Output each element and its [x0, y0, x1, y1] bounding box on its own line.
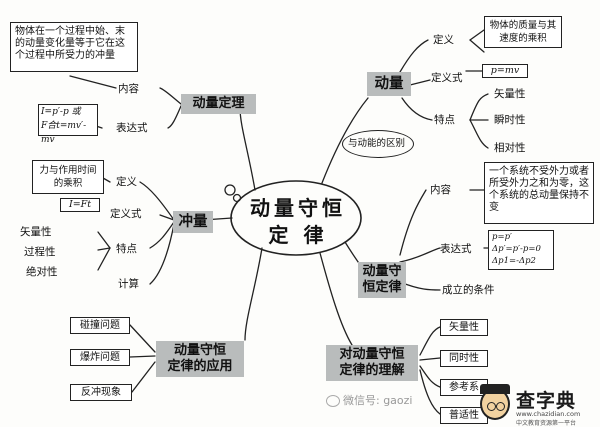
understanding-title-line1: 对动量守恒 — [339, 347, 405, 362]
impulse-formula-label: 定义式 — [110, 208, 142, 220]
momentum-feature-3: 相对性 — [494, 142, 526, 154]
momentum-formula-label: 定义式 — [431, 72, 463, 84]
conservation-expr-2: Δp′=p′-p=0 — [492, 244, 541, 254]
center-title-line1: 动量守恒 — [250, 196, 346, 220]
impulse-formula: I=Ft — [60, 198, 100, 212]
momentum-formula: p=mv — [482, 64, 528, 78]
conservation-content-label: 内容 — [430, 184, 451, 196]
impulse-feature-3: 绝对性 — [26, 266, 58, 278]
wechat-watermark-text: 微信号: gaozi — [343, 394, 413, 407]
application-title-line1: 动量守恒 — [173, 343, 226, 358]
application-item-1: 碰撞问题 — [70, 317, 130, 334]
understanding-title-line2: 定律的理解 — [339, 363, 405, 378]
momentum-def-label: 定义 — [433, 34, 454, 46]
theorem-expr-line1: I=p′-p 或 — [41, 107, 81, 117]
theorem-expr-label: 表达式 — [116, 122, 148, 134]
conservation-content-text: 一个系统不受外力或者所受外力之和为零，这个系统的总动量保持不变 — [484, 162, 594, 224]
logo-url: www.chazidian.com — [516, 410, 581, 418]
impulse-def-text: 力与作用时间的乘积 — [32, 160, 104, 194]
application-hub: 动量守恒 定律的应用 — [156, 341, 244, 377]
momentum-feature-label: 特点 — [434, 114, 455, 126]
conservation-hub: 动量守 恒定律 — [358, 262, 406, 298]
understanding-hub: 对动量守恒 定律的理解 — [326, 345, 418, 381]
application-item-3: 反冲现象 — [70, 384, 132, 401]
impulse-feature-label: 特点 — [116, 243, 137, 255]
impulse-calc-label: 计算 — [118, 278, 139, 290]
conservation-title-line2: 恒定律 — [362, 280, 402, 295]
impulse-def-label: 定义 — [116, 176, 137, 188]
understanding-item-2: 同时性 — [440, 350, 488, 367]
impulse-feature-2: 过程性 — [24, 246, 56, 258]
momentum-hub: 动量 — [367, 72, 411, 96]
impulse-hub: 冲量 — [173, 211, 213, 233]
compare-note: 与动能的区别 — [348, 138, 406, 149]
site-logo: 查字典 www.chazidian.com 中文教育资源第一平台 — [478, 380, 600, 427]
understanding-item-1: 矢量性 — [440, 319, 488, 336]
momentum-feature-1: 矢量性 — [494, 88, 526, 100]
logo-name: 查字典 — [516, 390, 577, 412]
conservation-expr-1: p=p′ — [492, 232, 512, 242]
theorem-content-text: 物体在一个过程中始、末的动量变化量等于它在这个过程中所受力的冲量 — [10, 22, 138, 72]
impulse-feature-1: 矢量性 — [20, 226, 52, 238]
conservation-expr-box: p=p′ Δp′=p′-p=0 Δp1=-Δp2 — [488, 230, 554, 270]
conservation-condition-label: 成立的条件 — [442, 284, 495, 296]
theorem-hub: 动量定理 — [181, 94, 256, 114]
conservation-title-line1: 动量守 — [362, 264, 402, 279]
application-title-line2: 定律的应用 — [167, 359, 233, 374]
conservation-expr-3: Δp1=-Δp2 — [492, 256, 536, 266]
momentum-def-text: 物体的质量与其速度的乘积 — [484, 16, 562, 48]
wechat-watermark: 微信号: gaozi — [326, 392, 413, 408]
theorem-expr-line2: F合t=mv′-mv — [41, 121, 87, 145]
momentum-feature-2: 瞬时性 — [494, 114, 526, 126]
compare-bubble — [342, 130, 414, 158]
conservation-expr-label: 表达式 — [440, 243, 472, 255]
mascot-icon — [480, 384, 510, 420]
center-title-line2: 定 律 — [268, 223, 328, 247]
wechat-icon — [326, 395, 340, 407]
theorem-content-label: 内容 — [118, 83, 139, 95]
theorem-expr-box: I=p′-p 或 F合t=mv′-mv — [38, 104, 98, 145]
logo-slogan: 中文教育资源第一平台 — [516, 420, 577, 427]
understanding-item-4: 普适性 — [440, 407, 488, 424]
application-item-2: 爆炸问题 — [70, 349, 130, 366]
